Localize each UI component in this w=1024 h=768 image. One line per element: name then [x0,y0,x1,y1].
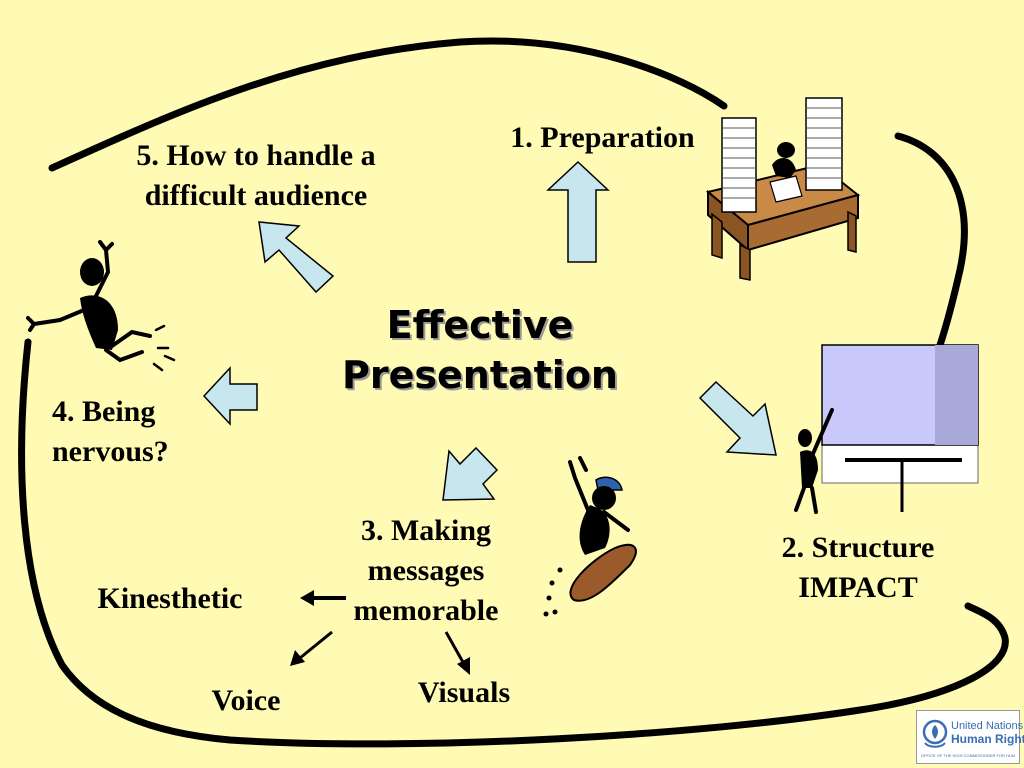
arrow-line-voice [299,630,333,660]
center-title: Effective Presentation [270,300,690,400]
loop-curve-bottom [18,338,1009,748]
channel-voice: Voice [211,684,281,717]
arrow-to-audience [258,221,335,294]
logo-subtitle: OFFICE OF THE HIGH COMMISSIONER FOR HUMA… [921,753,1015,758]
node-structure-line-1: 2. Structure [781,531,935,564]
node-preparation: 1. Preparation [510,121,695,154]
un-human-rights-logo-icon [922,719,948,748]
logo-text: United Nations Human Rights [951,720,1024,747]
loop-curve-right [894,132,968,349]
node-audience: 5. How to handle a difficult audience [96,136,416,216]
node-nervous-line-2: nervous? [52,435,169,468]
node-memorable-line-2: messages [367,554,485,587]
node-nervous: 4. Being nervous? [52,392,202,472]
arrow-head-voice [290,650,305,666]
desk-with-papers-icon [705,97,861,281]
logo-line-1: United Nations [951,720,1024,732]
arrow-to-memorable [442,446,499,501]
arrow-to-structure [698,380,777,456]
node-memorable: 3. Making messages memorable [326,511,526,631]
arrow-to-nervous [202,366,258,426]
channel-visuals: Visuals [417,676,511,709]
node-memorable-line-3: memorable [353,594,499,627]
channel-kinesthetic: Kinesthetic [97,582,243,615]
node-audience-line-2: difficult audience [144,179,368,212]
loop-curve-top [48,37,728,172]
arrow-to-preparation [546,160,610,263]
logo-line-2: Human Rights [951,732,1024,746]
arrow-head-kinesthetic [300,590,314,606]
node-structure: 2. Structure IMPACT [752,528,964,608]
skateboarder-icon [543,456,637,617]
arrow-line-visuals [444,631,466,665]
nervous-figure-icon [26,240,176,372]
arrow-head-visuals [457,657,470,675]
node-structure-line-2: IMPACT [798,571,918,604]
center-title-line-1: Effective [386,303,574,347]
un-human-rights-logo: United Nations Human Rights OFFICE OF TH… [916,710,1024,764]
node-nervous-line-1: 4. Being [52,395,156,428]
center-title-line-2: Presentation [342,353,618,397]
presenter-at-screen-icon [794,344,979,514]
node-audience-line-1: 5. How to handle a [136,139,376,172]
node-memorable-line-1: 3. Making [360,514,492,547]
